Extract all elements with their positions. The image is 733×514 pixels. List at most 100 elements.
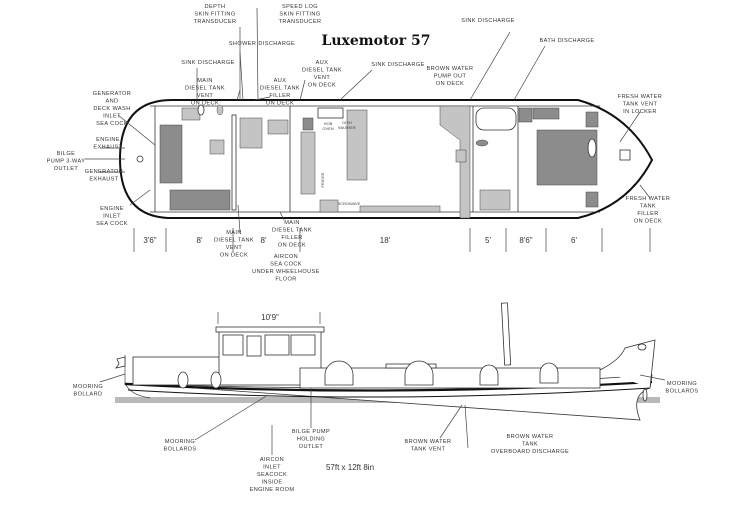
- dishwasher-label-1: DISH: [342, 120, 352, 125]
- annotation-mooring-aft: BOLLARD: [74, 392, 103, 398]
- annotation-aux-diesel-filler: ON DECK: [266, 101, 294, 107]
- annotation-aux-diesel-filler: AUX: [274, 78, 287, 84]
- annotation-generator-inlet: DECK WASH: [93, 106, 130, 112]
- annotation-mooring-aft: MOORING: [73, 384, 103, 390]
- annotation-generator-exhaust: EXHAUST: [89, 177, 118, 183]
- annotation-aircon-inlet: SEACOCK: [257, 472, 287, 478]
- leader-line: [639, 374, 666, 381]
- annotation-fresh-vent: FRESH WATER: [618, 94, 663, 100]
- annotation-aux-diesel-vent: AUX: [316, 60, 329, 66]
- plan-view: HOB OVEN DISH WASHER FRIDGE MICROWAVE: [118, 99, 654, 219]
- section-dimension: 8': [261, 236, 267, 245]
- hob-label: HOB: [324, 121, 333, 126]
- annotation-mooring-mid: BOLLARDS: [163, 447, 196, 453]
- annotation-depth: TRANSDUCER: [194, 19, 237, 25]
- annotation-aux-diesel-filler: DIESEL TANK: [260, 86, 300, 92]
- annotation-main-diesel-vent: MAIN: [226, 230, 242, 236]
- leader-line: [619, 111, 641, 143]
- annotation-generator-inlet: INLET: [103, 114, 121, 120]
- annotation-brown-pump-out: PUMP OUT: [434, 74, 467, 80]
- annotation-bilge-outlet: OUTLET: [299, 444, 324, 450]
- section-dimension: 5': [485, 236, 491, 245]
- section-dimension: 18': [380, 236, 391, 245]
- annotation-fresh-vent: TANK VENT: [623, 102, 658, 108]
- annotation-main-diesel-filler: DIESEL TANK: [272, 228, 312, 234]
- section-dimension: 8'6": [519, 236, 532, 245]
- annotation-depth: SKIN FITTING: [194, 12, 235, 18]
- annotation-aircon-inlet: AIRCON: [260, 457, 284, 463]
- leader-lines: [85, 7, 666, 455]
- annotation-aux-diesel-filler: FILLER: [269, 93, 290, 99]
- annotation-main-diesel-filler: MAIN: [284, 220, 300, 226]
- section-dimension: 3'6": [143, 236, 156, 245]
- annotation-brown-overboard: BROWN WATER: [507, 434, 554, 440]
- diagram-title: Luxemotor 57: [322, 33, 431, 49]
- leader-line: [639, 184, 651, 199]
- annotation-speed-log: TRANSDUCER: [279, 19, 322, 25]
- leader-line: [339, 69, 373, 101]
- annotation-sink-mid: SINK DISCHARGE: [371, 62, 424, 68]
- annotation-aircon-seacock: UNDER WHEELHOUSE: [252, 269, 320, 275]
- annotation-engine-exhaust: EXHAUST: [93, 145, 122, 151]
- overall-dimensions: 57ft x 12ft 8in: [326, 463, 374, 472]
- annotation-engine-inlet: SEA COCK: [96, 221, 128, 227]
- annotation-speed-log: SKIN FITTING: [279, 12, 320, 18]
- annotation-engine-inlet: ENGINE: [100, 206, 124, 212]
- annotation-brown-overboard: TANK: [522, 442, 538, 448]
- annotation-generator-inlet: GENERATOR: [93, 91, 132, 97]
- annotation-aux-diesel-vent: VENT: [314, 75, 331, 81]
- leader-line: [236, 89, 241, 101]
- annotation-aircon-seacock: AIRCON: [274, 254, 298, 260]
- annotation-generator-inlet: SEA COCK: [96, 121, 128, 127]
- fridge-label: FRIDGE: [320, 172, 325, 187]
- microwave-label: MICROWAVE: [336, 201, 361, 206]
- annotation-bilge: OUTLET: [54, 166, 79, 172]
- leader-line: [469, 31, 511, 101]
- annotation-brown-overboard: OVERBOARD DISCHARGE: [491, 449, 569, 455]
- leader-line: [237, 204, 241, 233]
- annotation-speed-log: SPEED LOG: [282, 4, 318, 10]
- leader-line: [439, 404, 463, 439]
- dimension-row: 3'6"8'8'18'5'8'6"6': [133, 228, 651, 252]
- annotation-fresh-filler: FILLER: [637, 211, 658, 217]
- annotation-depth: DEPTH: [205, 4, 226, 10]
- annotation-brown-vent: BROWN WATER: [405, 439, 452, 445]
- annotation-bilge-outlet: BILGE PUMP: [292, 429, 330, 435]
- annotation-fresh-filler: TANK: [640, 204, 656, 210]
- annotation-main-diesel-vent: ON DECK: [220, 253, 248, 259]
- oven-label: OVEN: [322, 126, 333, 131]
- annotation-mooring-fwd: BOLLARDS: [665, 389, 698, 395]
- annotation-fresh-filler: ON DECK: [634, 219, 662, 225]
- section-dimension: 6': [571, 236, 577, 245]
- leader-line: [279, 211, 285, 221]
- annotation-sink-aft: SINK DISCHARGE: [181, 60, 234, 66]
- annotation-main-diesel-vent-top: ON DECK: [191, 101, 219, 107]
- annotation-main-diesel-vent-top: VENT: [197, 93, 214, 99]
- annotation-brown-vent: TANK VENT: [411, 447, 446, 453]
- annotation-mooring-mid: MOORING: [165, 439, 195, 445]
- annotation-engine-inlet: INLET: [103, 214, 121, 220]
- leader-line: [99, 373, 126, 383]
- annotation-bilge: PUMP 3-WAY: [47, 159, 86, 165]
- annotation-fresh-filler: FRESH WATER: [626, 196, 671, 202]
- annotation-aux-diesel-vent: DIESEL TANK: [302, 68, 342, 74]
- annotation-main-diesel-vent: DIESEL TANK: [214, 238, 254, 244]
- leader-line: [129, 189, 151, 206]
- leader-line: [239, 51, 244, 101]
- leader-line: [299, 79, 306, 101]
- annotation-aircon-inlet: INSIDE: [261, 480, 282, 486]
- annotation-aux-diesel-vent: ON DECK: [308, 83, 336, 89]
- annotation-aircon-inlet: ENGINE ROOM: [250, 487, 295, 493]
- annotation-main-diesel-filler: FILLER: [281, 235, 302, 241]
- annotation-main-diesel-filler: ON DECK: [278, 243, 306, 249]
- annotation-engine-exhaust: ENGINE: [96, 137, 120, 143]
- annotation-bilge-outlet: HOLDING: [297, 437, 325, 443]
- annotation-aircon-seacock: FLOOR: [275, 277, 296, 283]
- leader-line: [464, 404, 469, 449]
- leader-line: [254, 96, 271, 101]
- wheelhouse-dimension: 10'9": [261, 313, 279, 322]
- annotation-shower: SHOWER DISCHARGE: [229, 41, 295, 47]
- annotation-main-diesel-vent-top: MAIN: [197, 78, 213, 84]
- annotation-brown-pump-out: BROWN WATER: [427, 66, 474, 72]
